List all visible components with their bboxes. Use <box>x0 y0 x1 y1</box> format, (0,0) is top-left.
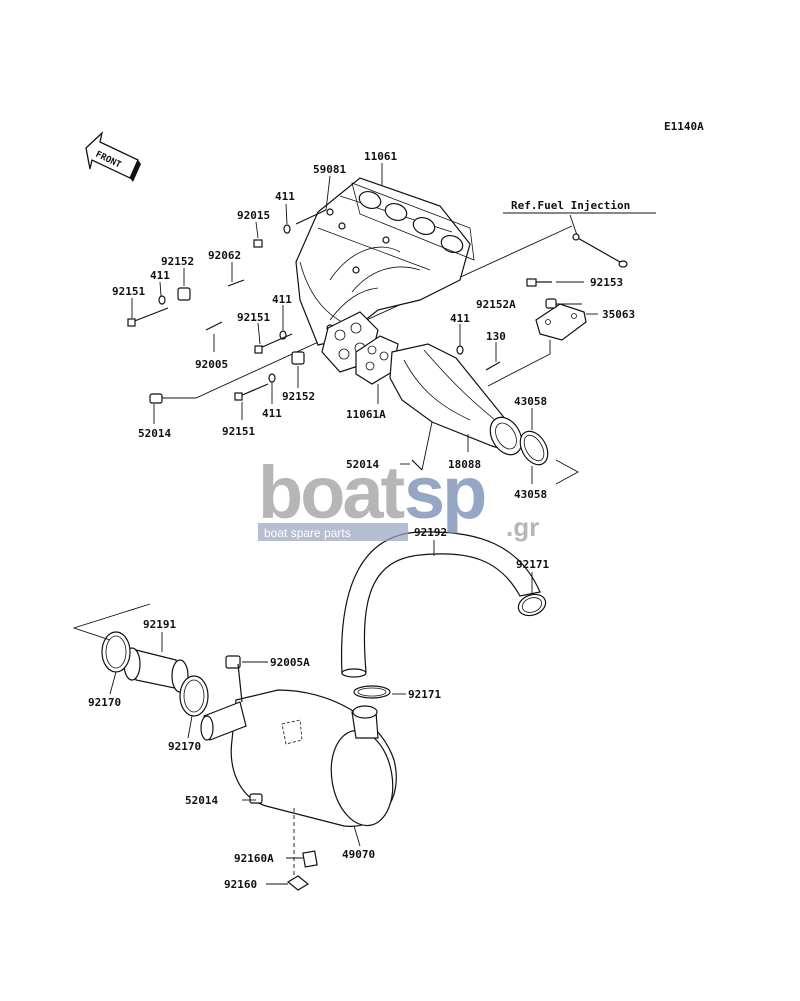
part-label-92152A: 92152A <box>476 298 516 311</box>
part-label-411-b: 411 <box>150 269 170 282</box>
bracket-35063-part <box>535 303 587 341</box>
part-label-411-a: 411 <box>275 190 295 203</box>
part-label-11061: 11061 <box>364 150 397 163</box>
part-labels: 59081 11061 411 92015 92062 92152 411 92… <box>88 150 635 891</box>
clamp-92171-top-part <box>517 593 547 617</box>
part-label-92005A: 92005A <box>270 656 310 669</box>
plug-52014-muffler-part <box>249 793 263 804</box>
part-label-92191: 92191 <box>143 618 176 631</box>
part-label-43058-b: 43058 <box>514 488 547 501</box>
label-plates-part <box>286 850 318 891</box>
watermark-tld: .gr <box>506 512 539 542</box>
part-label-92151-c: 92151 <box>222 425 255 438</box>
part-label-18088: 18088 <box>448 458 481 471</box>
part-label-92151-a: 92151 <box>112 285 145 298</box>
watermark-brand-a: boat <box>258 451 405 534</box>
part-label-52014-a: 52014 <box>138 427 171 440</box>
part-label-35063: 35063 <box>602 308 635 321</box>
hardware-parts <box>127 209 557 471</box>
sensor-wire-part <box>572 233 628 268</box>
exhaust-manifold-part <box>295 177 475 346</box>
part-label-92171-b: 92171 <box>408 688 441 701</box>
fitting-92005A-part <box>225 655 243 703</box>
part-label-92192: 92192 <box>414 526 447 539</box>
watermark-logo: boat sp .gr boat spare parts <box>258 451 539 542</box>
watermark-tagline: boat spare parts <box>264 526 351 540</box>
hose-92192-part <box>340 531 541 678</box>
bracket-leader <box>487 340 551 387</box>
o-ring-43058-part <box>519 430 549 466</box>
part-label-92170-b: 92170 <box>168 740 201 753</box>
part-label-59081: 59081 <box>313 163 346 176</box>
part-label-92160: 92160 <box>224 878 257 891</box>
gasket-11061A-part <box>321 311 399 385</box>
diagram-code: E1140A <box>664 120 704 133</box>
leader-lines <box>72 163 598 885</box>
part-label-92170-a: 92170 <box>88 696 121 709</box>
muffler-49070-part <box>200 689 397 827</box>
part-label-130: 130 <box>486 330 506 343</box>
part-label-52014-b: 52014 <box>346 458 379 471</box>
part-label-52014-c: 52014 <box>185 794 218 807</box>
part-label-411-d: 411 <box>450 312 470 325</box>
part-label-411-e: 411 <box>262 407 282 420</box>
part-label-92005: 92005 <box>195 358 228 371</box>
part-label-411-c: 411 <box>272 293 292 306</box>
part-label-49070: 49070 <box>342 848 375 861</box>
part-label-92171-a: 92171 <box>516 558 549 571</box>
part-label-92151-b: 92151 <box>237 311 270 324</box>
part-label-11061A: 11061A <box>346 408 386 421</box>
ref-label: Ref.Fuel Injection <box>511 199 630 212</box>
part-label-92153: 92153 <box>590 276 623 289</box>
exhaust-pipe-18088-part <box>389 343 523 456</box>
front-arrow-icon: FRONT <box>85 131 141 182</box>
part-label-92015: 92015 <box>237 209 270 222</box>
part-label-92062: 92062 <box>208 249 241 262</box>
part-label-92152-a: 92152 <box>161 255 194 268</box>
sleeve-92191-part <box>123 647 189 693</box>
part-label-92160A: 92160A <box>234 852 274 865</box>
part-label-92152-b: 92152 <box>282 390 315 403</box>
clamp-92170-right-part <box>179 675 209 717</box>
clamp-92171-bottom-part <box>353 685 391 699</box>
clamp-92170-left-part <box>101 631 131 673</box>
watermark-brand-b: sp <box>404 451 485 534</box>
part-label-43058-a: 43058 <box>514 395 547 408</box>
